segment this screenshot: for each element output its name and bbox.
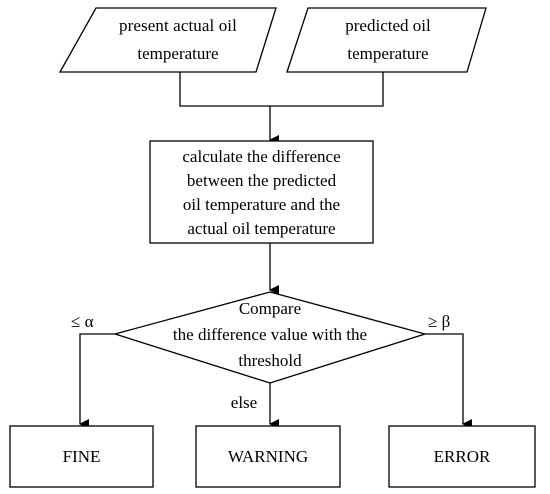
decision-label-line1: Compare <box>238 299 302 318</box>
process-label-line1: calculate the difference <box>182 147 341 166</box>
actual-oil-temperature-label-line1: present actual oil <box>119 16 237 35</box>
error-condition-label: ≥ β <box>428 312 451 331</box>
process-label-line3: oil temperature and the <box>182 195 341 214</box>
process-label-line2: between the predicted <box>186 171 337 190</box>
fine-outcome-box <box>9 425 154 488</box>
fine-condition-label: ≤ α <box>71 312 94 331</box>
predicted-oil-temperature-label-line2: temperature <box>347 44 429 63</box>
decision-label-line2: the difference value with the <box>172 325 368 344</box>
warning-outcome-label: WARNING <box>227 447 309 466</box>
predicted-oil-temperature-input-shape <box>286 7 487 73</box>
warning-outcome-box <box>195 425 341 488</box>
actual-oil-temperature-input-shape <box>58 7 277 73</box>
fine-outcome-label: FINE <box>62 447 101 466</box>
inputs-merge-connector <box>179 72 384 107</box>
warning-condition-label: else <box>230 393 258 412</box>
error-branch-connector <box>425 333 472 429</box>
difference-process-box <box>149 140 374 244</box>
process-label-line4: actual oil temperature <box>187 219 336 238</box>
decision-label-line3: threshold <box>238 351 302 370</box>
predicted-oil-temperature-label-line1: predicted oil <box>345 16 431 35</box>
actual-oil-temperature-label-line2: temperature <box>137 44 219 63</box>
error-outcome-box <box>388 425 536 488</box>
error-outcome-label: ERROR <box>433 447 491 466</box>
fine-branch-connector <box>79 333 115 429</box>
